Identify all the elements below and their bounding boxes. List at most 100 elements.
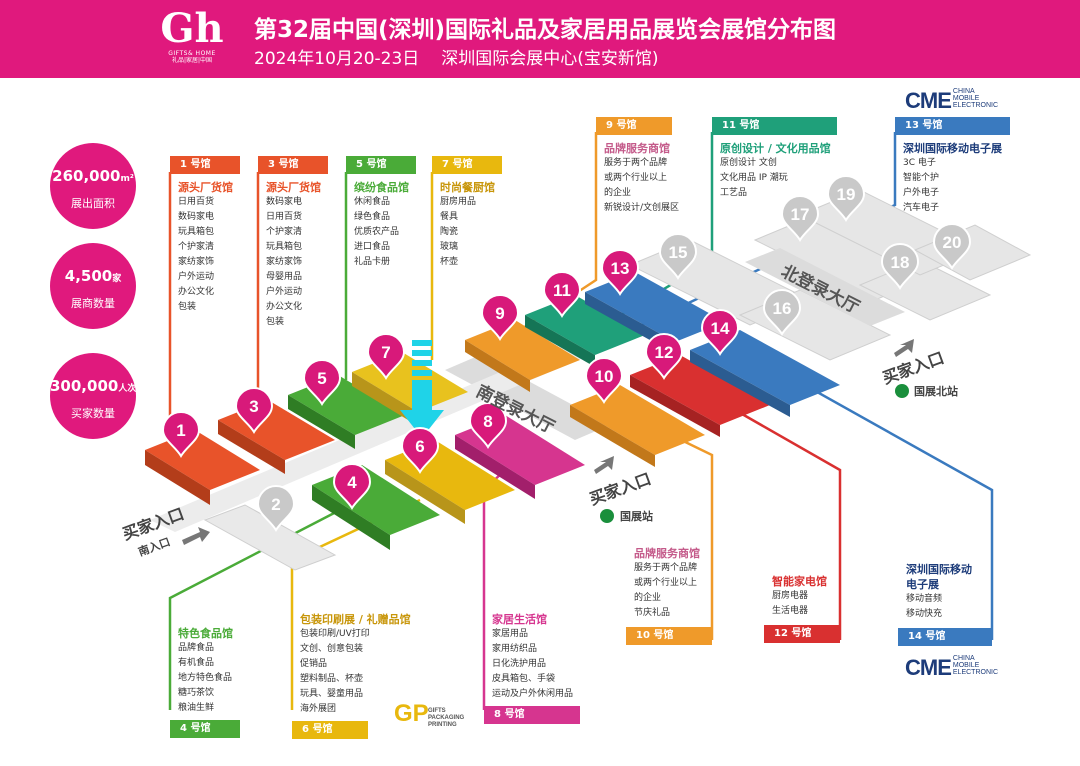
hall-tab: 9 号馆: [596, 117, 672, 135]
page-title: 第32届中国(深圳)国际礼品及家居用品展览会展馆分布图: [254, 17, 837, 43]
entrance-north-sub: 国展北站: [914, 384, 958, 398]
hall-pin-number: 10: [595, 367, 614, 386]
hall-pin-16[interactable]: 16: [762, 289, 802, 336]
hall-pin-6[interactable]: 6: [400, 427, 440, 474]
hall-item: 数码家电: [178, 212, 215, 222]
hall-pin-number: 2: [271, 495, 280, 514]
connector-h14: [759, 358, 994, 640]
event-date: 2024年10月20-23日: [254, 49, 420, 69]
hall-pin-number: 3: [249, 397, 258, 416]
hall-pin-20[interactable]: 20: [932, 223, 972, 270]
entrance-north-label: 买家入口: [880, 348, 947, 388]
hall-head: 源头厂货馆: [178, 181, 233, 194]
hall-item: 家居用品: [492, 629, 529, 639]
hall-item: 户外运动: [178, 272, 215, 282]
hall-pin-number: 9: [495, 304, 504, 323]
hall-pin-number: 15: [669, 243, 688, 262]
connector-h12: [699, 388, 842, 640]
hall-pin-19[interactable]: 19: [826, 175, 866, 222]
south-lobby-band: [445, 355, 610, 440]
hall-info-10: 品牌服务商馆 服务于两个品牌或两个行业以上的企业节庆礼品 10 号馆: [626, 540, 716, 645]
hall-pin-number: 13: [611, 259, 630, 278]
hall-pin-10[interactable]: 10: [584, 357, 624, 404]
hall-item: 新锐设计/文创展区: [604, 203, 680, 213]
hall-pin-7[interactable]: 7: [366, 333, 406, 380]
entrance-mid-label: 买家入口: [587, 469, 654, 509]
hall-pin-15[interactable]: 15: [658, 233, 698, 280]
hall-head: 智能家电馆: [772, 575, 827, 588]
hall-pin-3[interactable]: 3: [234, 387, 274, 434]
hall-pin-number: 1: [176, 421, 185, 440]
metro-icon: [895, 384, 909, 398]
hall-pin-14[interactable]: 14: [700, 309, 740, 356]
hall-item: 或两个行业以上: [634, 578, 698, 588]
hall-info-11: 11 号馆 原创设计 / 文化用品馆 原创设计 文创文化用品 IP 潮玩工艺品: [712, 117, 837, 201]
hall-item: 品牌食品: [178, 643, 215, 653]
hall-item: 糖巧茶饮: [178, 688, 215, 698]
hall-pin-11[interactable]: 11: [542, 271, 582, 318]
hall-item: 包装: [266, 317, 285, 327]
hall-item: 家用纺织品: [492, 644, 538, 654]
hall-pin-13[interactable]: 13: [600, 249, 640, 296]
hall-pin-12[interactable]: 12: [644, 333, 684, 380]
hall-item: 的企业: [634, 593, 662, 603]
hall-block-2: [203, 504, 337, 571]
hall-pin-number: 14: [711, 319, 730, 338]
stat-value: 300,000人次: [50, 377, 137, 395]
hall-block-8-side: [455, 435, 535, 499]
hall-item: 文化用品 IP 潮玩: [720, 173, 788, 183]
hall-head: 品牌服务商馆: [604, 142, 670, 155]
hall-items: 数码家电日用百货个护家清玩具箱包家纺家饰母婴用品户外运动办公文化包装: [266, 195, 328, 330]
hall-pin-2[interactable]: 2: [256, 485, 296, 532]
hall-item: 的企业: [604, 188, 632, 198]
hall-pin-5[interactable]: 5: [302, 359, 342, 406]
hall-pin-8[interactable]: 8: [468, 402, 508, 449]
logo-sub1: GIFTS& HOME: [168, 50, 216, 57]
hall-items: 包装印刷/UV打印文创、创意包装促销品塑料制品、杯壶玩具、婴童用品海外展团: [300, 627, 402, 717]
hall-block-14-side: [690, 350, 790, 417]
hall-item: 工艺品: [720, 188, 748, 198]
stat-buyer-count: 300,000人次 买家数量: [50, 353, 136, 439]
hall-pin-number: 7: [381, 343, 390, 362]
hall-items: 服务于两个品牌或两个行业以上的企业新锐设计/文创展区: [604, 156, 696, 216]
hall-head: 深圳国际移动电子展: [903, 142, 1002, 155]
hall-items: 休闲食品绿色食品优质农产品进口食品礼品卡册: [354, 195, 416, 270]
hall-item: 办公文化: [266, 302, 303, 312]
hall-pin-4[interactable]: 4: [332, 463, 372, 510]
hall-item: 文创、创意包装: [300, 644, 364, 654]
hall-items: 3C 电子智能个护户外电子汽车电子: [903, 156, 1010, 216]
hall-tab: 1 号馆: [170, 156, 240, 174]
hall-item: 优质农产品: [354, 227, 400, 237]
hall-item: 家纺家饰: [178, 257, 215, 267]
hall-pin-17[interactable]: 17: [780, 195, 820, 242]
hall-block-11: [525, 295, 645, 355]
hall-item: 日用百货: [266, 212, 303, 222]
hall-pin-number: 18: [891, 253, 910, 272]
hall-item: 玩具箱包: [266, 242, 303, 252]
stat-label: 展商数量: [71, 297, 115, 310]
hall-item: 或两个行业以上: [604, 173, 668, 183]
hall-item: 粮油生鲜: [178, 703, 215, 713]
hall-item: 户外运动: [266, 287, 303, 297]
gifts-home-logo: Gh GIFTS& HOME 礼品|家居|中国: [160, 8, 224, 70]
hall-pin-number: 16: [773, 299, 792, 318]
hall-item: 进口食品: [354, 242, 391, 252]
hall-pin-number: 20: [943, 233, 962, 252]
hall-pin-number: 17: [791, 205, 810, 224]
hall-head: 原创设计 / 文化用品馆: [720, 142, 831, 155]
hall-info-3: 3 号馆 源头厂货馆 数码家电日用百货个护家清玩具箱包家纺家饰母婴用品户外运动办…: [258, 156, 328, 330]
hall-tab: 6 号馆: [292, 721, 368, 739]
hall-pin-number: 4: [347, 473, 357, 492]
hall-pin-18[interactable]: 18: [880, 243, 920, 290]
hall-pin-9[interactable]: 9: [480, 294, 520, 341]
hall-pin-1[interactable]: 1: [161, 411, 201, 458]
hall-tab: 3 号馆: [258, 156, 328, 174]
hall-tab: 13 号馆: [895, 117, 1010, 135]
hall-block-4-side: [312, 485, 390, 550]
hall-block-10-side: [570, 405, 655, 467]
hall-item: 个护家清: [266, 227, 303, 237]
hall-items: 移动音频移动快充: [906, 592, 994, 622]
